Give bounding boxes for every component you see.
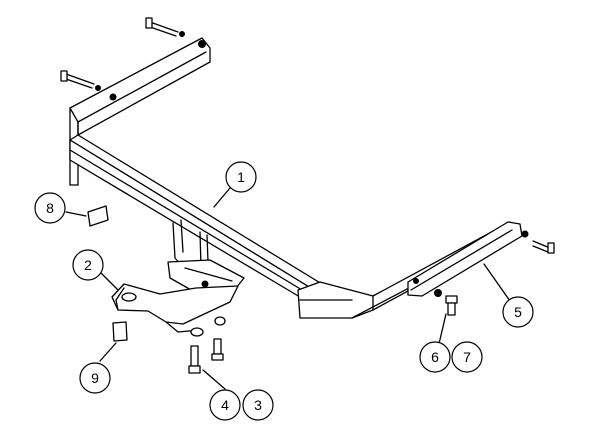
main-cross-beam bbox=[69, 134, 511, 319]
callout-4-label: 4 bbox=[221, 397, 229, 413]
cover-cap bbox=[87, 205, 109, 227]
callout-3: 3 bbox=[242, 389, 274, 421]
callout-3-label: 3 bbox=[254, 397, 262, 413]
callout-2-label: 2 bbox=[84, 257, 92, 273]
hitch-bolts bbox=[188, 338, 224, 374]
callout-6: 6 bbox=[419, 341, 451, 373]
callout-9-label: 9 bbox=[91, 370, 99, 386]
callout-8: 8 bbox=[34, 192, 66, 224]
callout-4: 4 bbox=[209, 389, 241, 421]
callout-5-label: 5 bbox=[514, 304, 522, 320]
tow-ball-mount bbox=[111, 280, 239, 333]
label-tag bbox=[112, 321, 128, 342]
callout-8-label: 8 bbox=[46, 200, 54, 216]
callout-9: 9 bbox=[79, 362, 111, 394]
left-bracket-bolts bbox=[60, 17, 185, 91]
callout-2: 2 bbox=[72, 249, 104, 281]
callout-1: 1 bbox=[225, 161, 257, 193]
washers bbox=[190, 316, 226, 337]
right-beam-bolt bbox=[445, 295, 458, 316]
callout-5: 5 bbox=[502, 296, 534, 328]
callout-1-label: 1 bbox=[237, 169, 245, 185]
callout-6-label: 6 bbox=[431, 349, 439, 365]
callout-7: 7 bbox=[451, 341, 483, 373]
callout-7-label: 7 bbox=[463, 349, 471, 365]
leader-lines bbox=[65, 187, 511, 390]
right-bracket-bolt bbox=[532, 240, 555, 254]
right-side-bracket bbox=[407, 221, 529, 297]
